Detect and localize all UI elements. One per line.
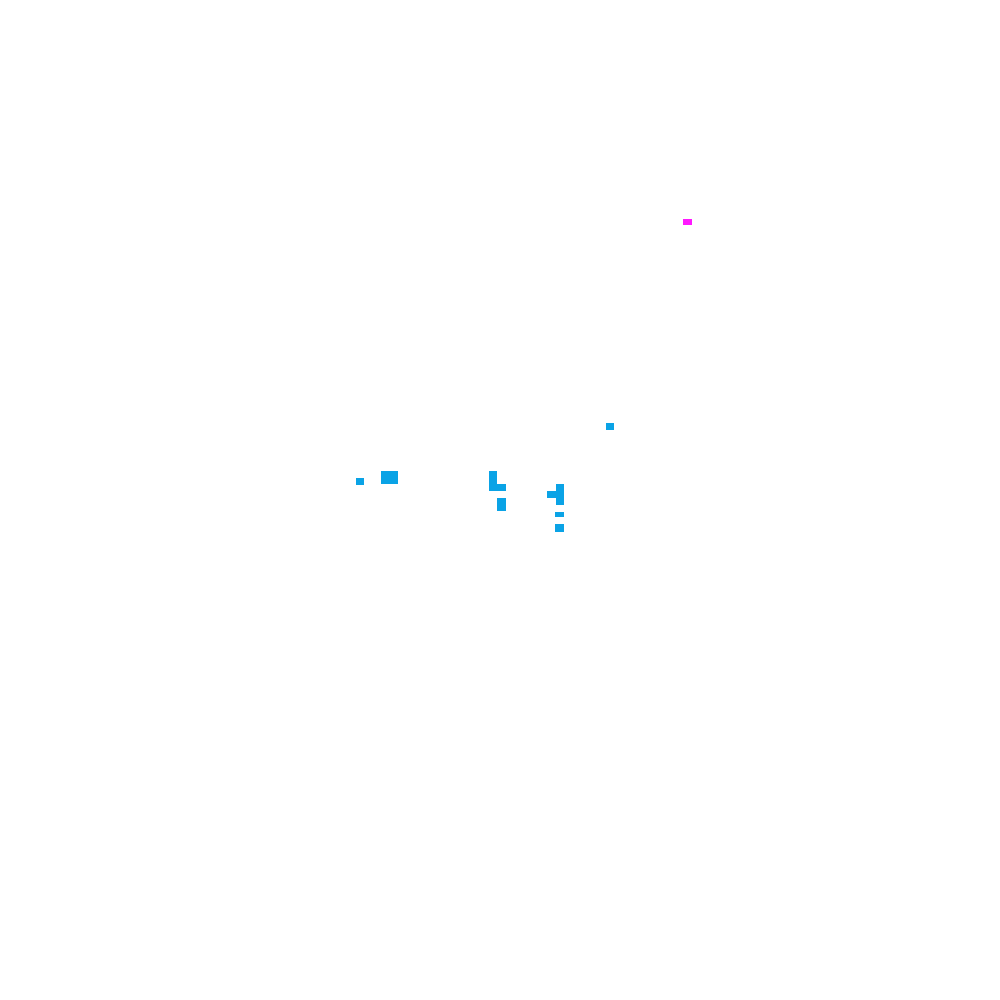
- magenta-marker: [683, 219, 692, 225]
- cyan-block: [381, 471, 398, 484]
- cyan-dot: [606, 423, 614, 430]
- cyan-l-shape-vertical: [489, 471, 497, 491]
- cyan-t-shape-horizontal: [547, 491, 564, 498]
- cyan-block: [497, 498, 506, 511]
- cyan-dot: [356, 478, 364, 485]
- cyan-dot: [555, 512, 564, 517]
- cyan-dot: [555, 524, 564, 532]
- cyan-l-shape-horizontal: [489, 484, 506, 491]
